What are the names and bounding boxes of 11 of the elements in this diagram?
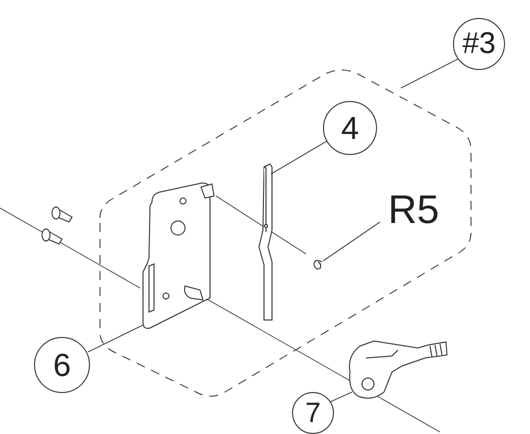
callout-number: 4 bbox=[323, 101, 377, 155]
leader-line bbox=[88, 324, 144, 352]
callout-number: #3 bbox=[453, 18, 505, 70]
e-clip-drawing bbox=[313, 257, 324, 269]
part-label: R5 bbox=[388, 190, 440, 230]
callout-number: 7 bbox=[292, 392, 334, 434]
leader-line bbox=[270, 140, 328, 174]
callout-number: 6 bbox=[34, 337, 90, 393]
leader-line bbox=[322, 222, 380, 262]
leader-line bbox=[400, 58, 458, 88]
leader-line bbox=[330, 392, 352, 402]
